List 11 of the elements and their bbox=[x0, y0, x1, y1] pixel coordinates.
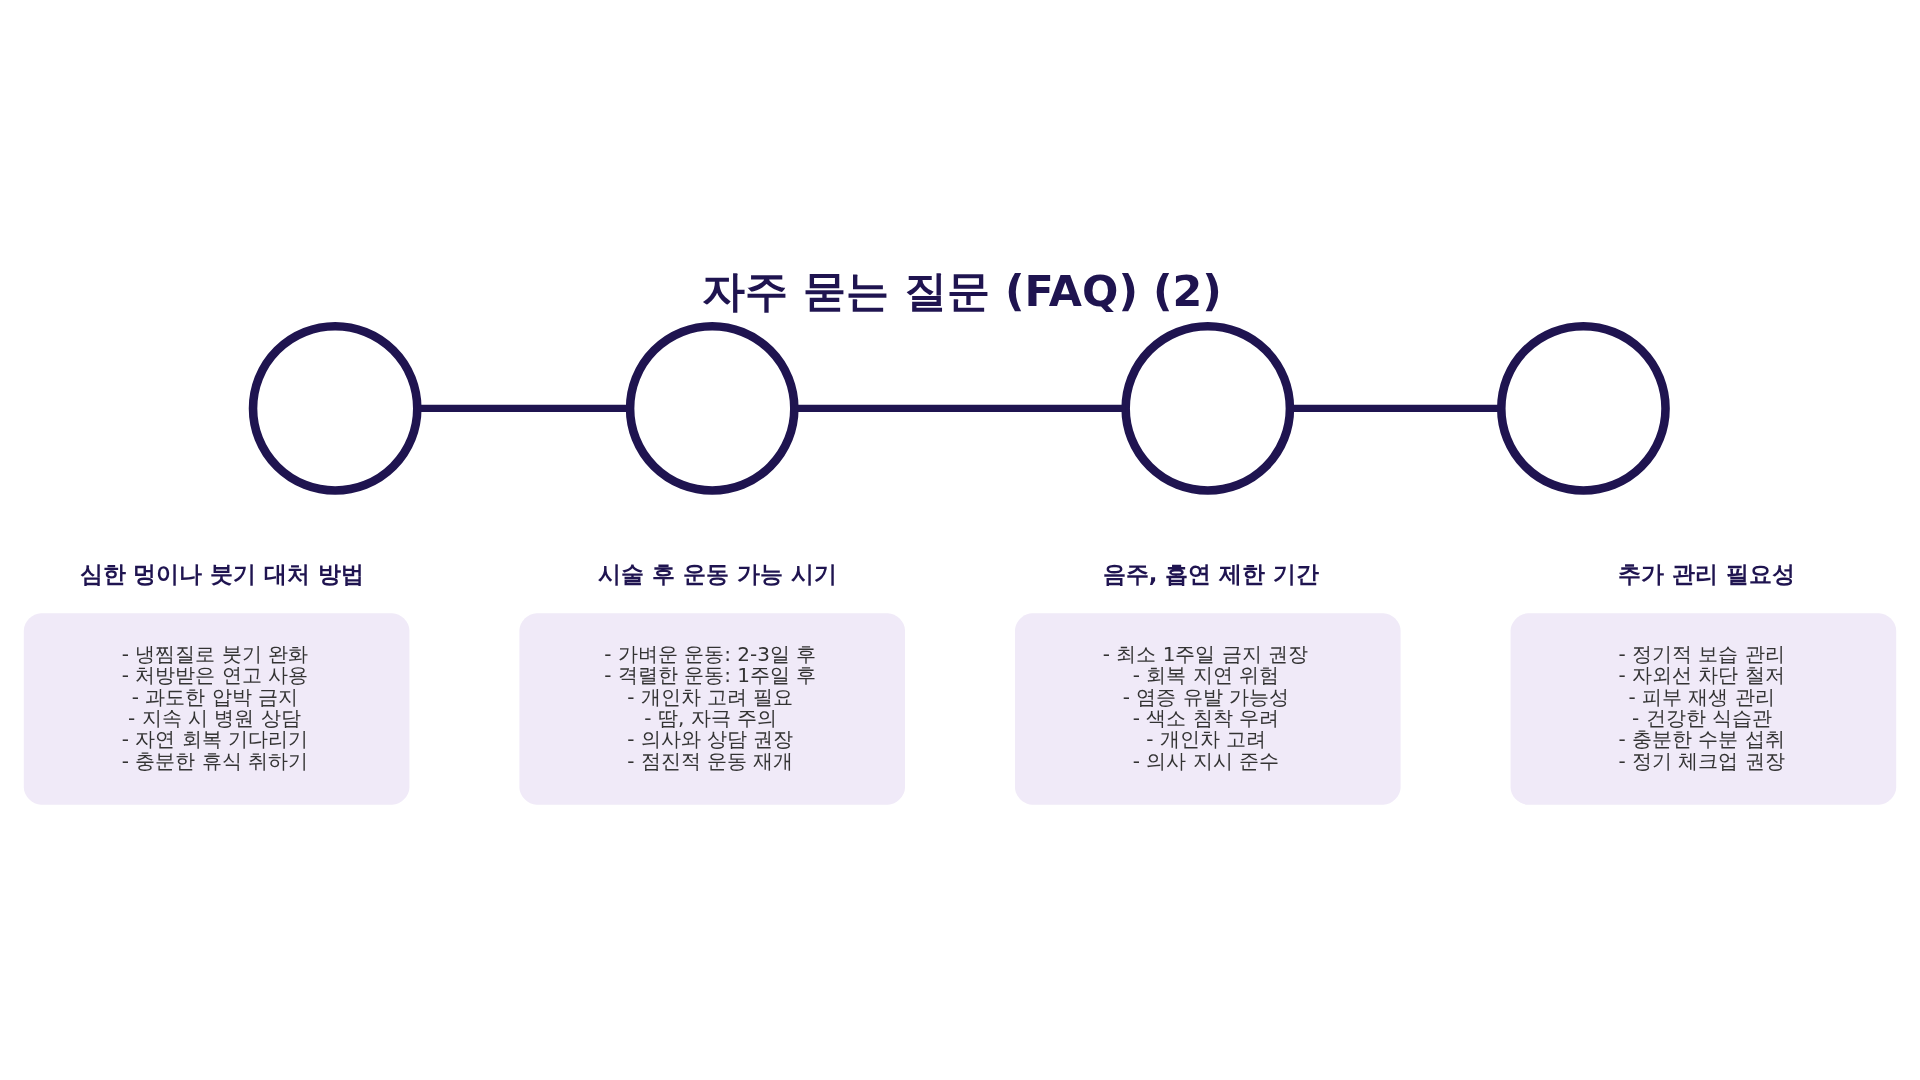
node-label: 시술 후 운동 가능 시기 bbox=[597, 560, 837, 587]
node-circle bbox=[625, 321, 799, 495]
diagram-title: 자주 묻는 질문 (FAQ) (2) bbox=[702, 265, 1222, 316]
node-label: 음주, 흡연 제한 기간 bbox=[1102, 560, 1320, 587]
connector bbox=[1289, 404, 1501, 412]
connector bbox=[794, 404, 1126, 412]
node-circle bbox=[1497, 321, 1670, 495]
node-label: 추가 관리 필요성 bbox=[1617, 560, 1795, 587]
node-circle bbox=[248, 321, 422, 495]
node-circle bbox=[1121, 321, 1295, 495]
node-label: 심한 멍이나 붓기 대처 방법 bbox=[79, 560, 365, 587]
